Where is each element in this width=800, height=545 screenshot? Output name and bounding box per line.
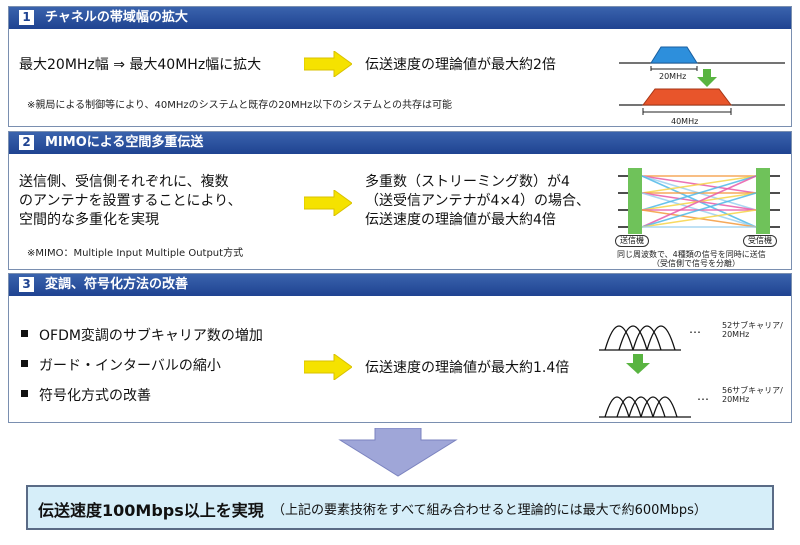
- ellipsis-top: …: [689, 322, 701, 336]
- section-2-note: ※MIMO：Multiple Input Multiple Output方式: [27, 248, 244, 259]
- section-2-panel: 2 MIMOによる空間多重伝送 送信側、受信側それぞれに、複数 のアンテナを設置…: [8, 131, 792, 270]
- section-2-right-line-1: 多重数（ストリーミング数）が4: [365, 174, 570, 190]
- section-1-header: 1 チャネルの帯域幅の拡大: [9, 7, 791, 29]
- section-1-note: ※親局による制御等により、40MHzのシステムと既存の20MHz以下のシステムと…: [27, 100, 453, 111]
- bottom-subcarrier-label-1: 56サブキャリア/: [722, 386, 783, 395]
- rx-antenna-bar: [756, 168, 770, 234]
- section-1-title: チャネルの帯域幅の拡大: [45, 10, 188, 25]
- section-2-left-line-3: 空間的な多重化を実現: [19, 212, 159, 228]
- section-2-right-line-3: 伝送速度の理論値が最大約4倍: [365, 212, 556, 228]
- yellow-arrow-icon: [304, 51, 352, 77]
- section-1-left-text: 最大20MHz幅 ⇒ 最大40MHz幅に拡大: [19, 57, 262, 73]
- section-1-right-text: 伝送速度の理論値が最大約2倍: [365, 57, 556, 73]
- section-3-right-text: 伝送速度の理論値が最大約1.4倍: [365, 360, 570, 376]
- big-down-arrow-icon: [338, 428, 458, 477]
- band-40mhz-shape: [642, 88, 732, 106]
- top-subcarrier-label-2: 20MHz: [722, 330, 750, 339]
- green-down-arrow-icon: [626, 354, 650, 374]
- band-20mhz-shape: [650, 46, 698, 64]
- section-3-title: 変調、符号化方法の改善: [45, 277, 189, 292]
- green-down-arrow-icon: [697, 69, 717, 87]
- section-2-title: MIMOによる空間多重伝送: [45, 135, 204, 150]
- bottom-subcarrier-label-2: 20MHz: [722, 395, 750, 404]
- mimo-caption-line-1: 同じ周波数で、4種類の信号を同時に送信: [617, 250, 766, 259]
- yellow-arrow-icon: [304, 190, 352, 216]
- section-2-right-line-2: （送受信アンテナが4×4）の場合、: [365, 193, 590, 209]
- yellow-arrow-icon: [304, 354, 352, 380]
- bullet-item-1: OFDM変調のサブキャリア数の増加: [39, 328, 263, 344]
- section-2-number: 2: [19, 135, 34, 150]
- section-1-panel: 1 チャネルの帯域幅の拡大 最大20MHz幅 ⇒ 最大40MHz幅に拡大 伝送速…: [8, 6, 792, 127]
- result-bold-text: 伝送速度100Mbps以上を実現: [38, 501, 264, 520]
- section-3-header: 3 変調、符号化方法の改善: [9, 274, 791, 296]
- mimo-caption-line-2: （受信側で信号を分離）: [652, 259, 740, 268]
- bullet-square-icon: [21, 390, 28, 397]
- label-40mhz: 40MHz: [671, 117, 699, 126]
- section-2-left-line-1: 送信側、受信側それぞれに、複数: [19, 174, 229, 190]
- tx-antenna-bar: [628, 168, 642, 234]
- ellipsis-bottom: …: [697, 389, 709, 403]
- section-2-left-line-2: のアンテナを設置することにより、: [19, 193, 242, 209]
- section-1-number: 1: [19, 10, 34, 25]
- subcarrier-diagram: [599, 325, 691, 418]
- bandwidth-diagram: [619, 46, 785, 115]
- mimo-diagram: [618, 168, 780, 234]
- top-subcarrier-label-1: 52サブキャリア/: [722, 321, 783, 330]
- bullet-square-icon: [21, 330, 28, 337]
- bullet-item-3: 符号化方式の改善: [39, 388, 151, 404]
- result-box: 伝送速度100Mbps以上を実現 （上記の要素技術をすべて組み合わせると理論的に…: [26, 485, 774, 530]
- bullet-square-icon: [21, 360, 28, 367]
- result-paren-text: （上記の要素技術をすべて組み合わせると理論的には最大で約600Mbps）: [272, 503, 707, 518]
- section-3-number: 3: [19, 277, 34, 292]
- rx-label: 受信機: [743, 235, 777, 247]
- tx-label: 送信機: [615, 235, 649, 247]
- section-3-panel: 3 変調、符号化方法の改善 OFDM変調のサブキャリア数の増加 ガード・インター…: [8, 273, 792, 423]
- section-2-header: 2 MIMOによる空間多重伝送: [9, 132, 791, 154]
- label-20mhz: 20MHz: [659, 72, 687, 81]
- bullet-item-2: ガード・インターバルの縮小: [39, 358, 221, 374]
